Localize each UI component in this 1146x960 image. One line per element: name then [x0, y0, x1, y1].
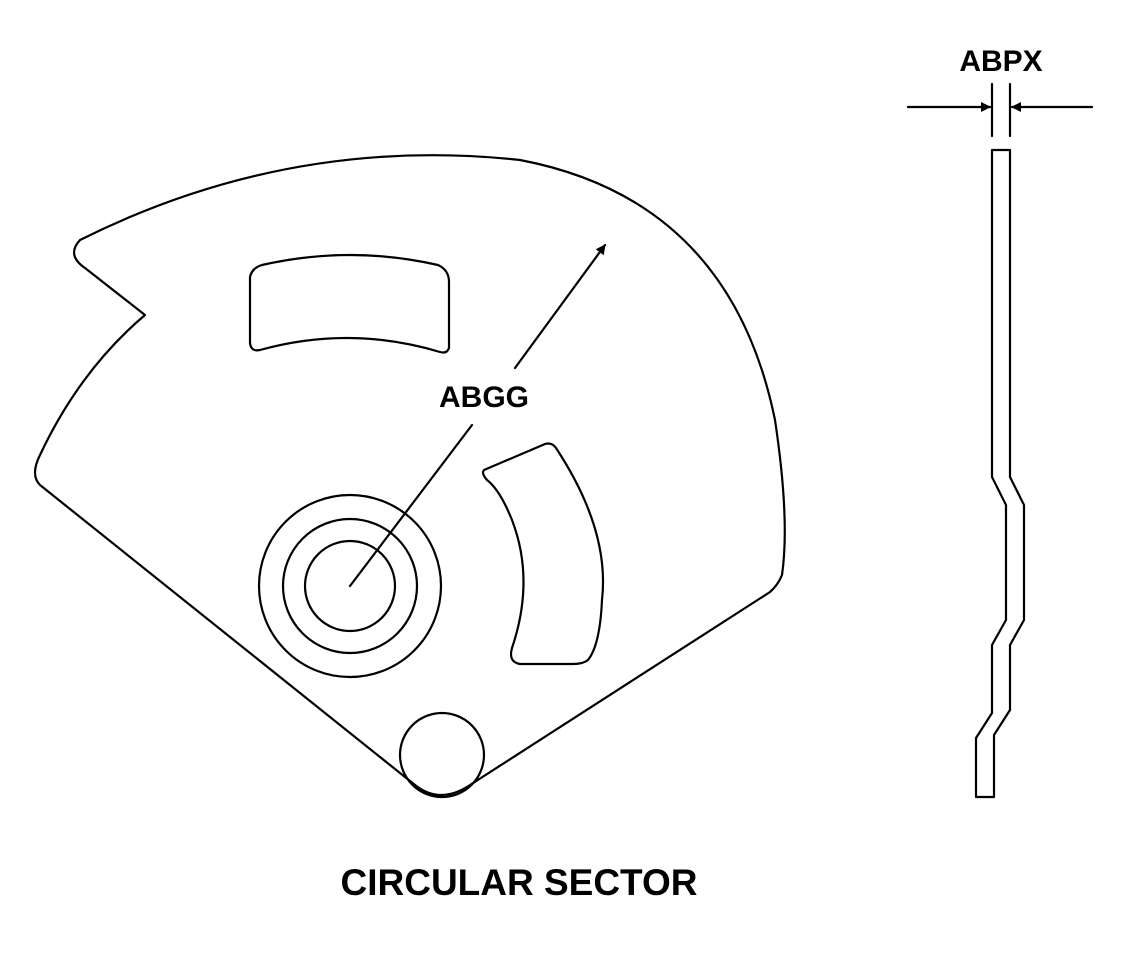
side-profile-outline	[974, 148, 1026, 799]
right-arc-slot	[481, 442, 605, 666]
upper-slot	[248, 253, 451, 354]
thickness-label: ABPX	[959, 45, 1042, 78]
radius-label: ABGG	[439, 381, 529, 414]
radius-leader-upper	[513, 243, 607, 370]
sector-outline	[33, 154, 786, 797]
hub-middle-ring	[281, 517, 419, 655]
diagram-title: CIRCULAR SECTOR	[341, 862, 698, 903]
hub-inner-ring	[303, 539, 397, 633]
pivot-pin-circle	[398, 711, 486, 799]
radius-leader-lower	[348, 423, 474, 588]
hub-outer-ring	[257, 493, 443, 679]
